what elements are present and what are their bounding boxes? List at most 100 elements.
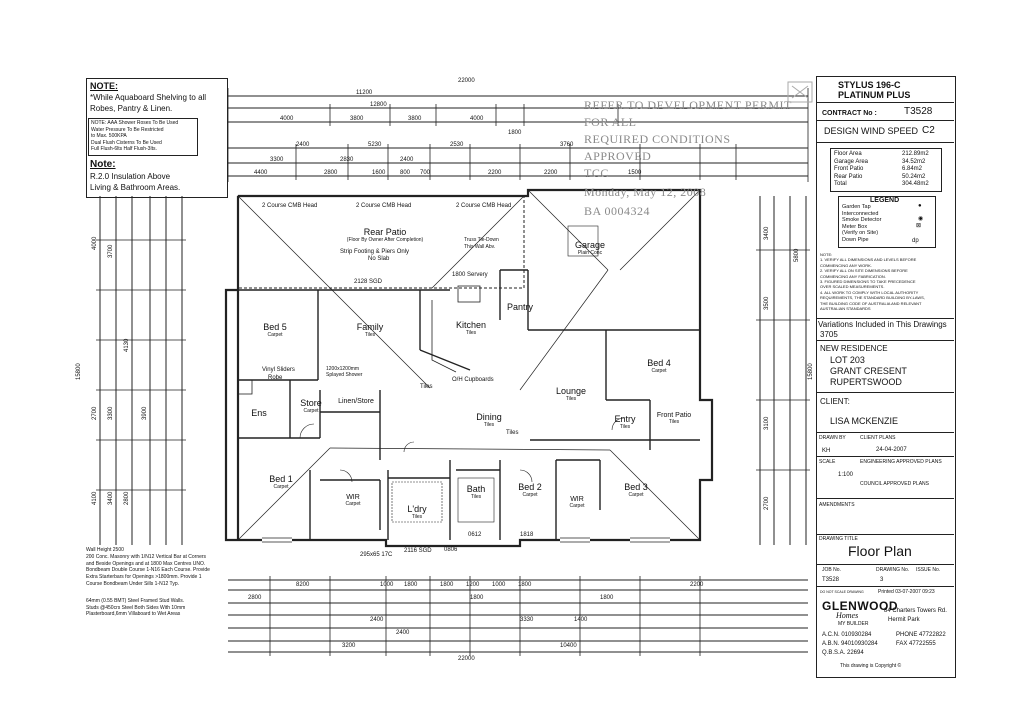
builder-fax: FAX 47722555	[896, 641, 936, 647]
project-lot: LOT 203	[830, 355, 865, 365]
room-bed-2: Bed 2 Carpet	[506, 482, 554, 498]
room-floor: Tiles	[565, 396, 577, 402]
shower-line: to Max. 500KPA	[91, 133, 127, 140]
builder-tagline: MY BUILDER	[838, 621, 869, 627]
room-name: L'dry	[407, 504, 427, 514]
area-values: 212.89m2 34.52m2 6.84m2 50.24m2 304.48m2	[902, 151, 929, 189]
no-slab-note: No Slab	[368, 256, 390, 262]
area-name: Front Patio	[834, 166, 864, 173]
client-plans-label: CLIENT PLANS	[860, 435, 896, 441]
down-pipe-label: dp	[912, 238, 919, 244]
general-notes: NOTE: 1. VERIFY ALL DIMENSIONS AND LEVEL…	[820, 252, 952, 311]
room-bed-5: Bed 5 Carpet	[250, 322, 300, 338]
construction-line: 64mm (0.55 BMT) Steel Framed Stud Walls.	[86, 597, 185, 604]
dim-top: 11200	[356, 90, 373, 96]
project-name: NEW RESIDENCE	[820, 344, 888, 353]
area-schedule	[830, 148, 942, 192]
job-label: JOB No.	[822, 567, 841, 573]
legend-item: Meter Box	[842, 223, 868, 230]
room-name: Ens	[251, 408, 267, 418]
stamp-line: APPROVED	[584, 149, 652, 163]
contract-number: T3528	[904, 106, 933, 117]
cupboards-note: O/H Cupboards	[452, 377, 494, 383]
dim-right: 15800	[808, 363, 814, 380]
room-floor: (Floor By Owner After Completion)	[346, 237, 424, 243]
area-name: Rear Patio	[834, 173, 863, 180]
dim-top: 12800	[370, 102, 387, 108]
dim-bottom: 3200	[342, 643, 356, 649]
legend-box	[838, 196, 936, 248]
legend-item: Garden Tap	[842, 204, 871, 210]
dim-left: 2800	[124, 491, 130, 505]
insulation-line: R.2.0 Insulation Above	[90, 172, 171, 181]
model-series: PLATINUM PLUS	[838, 90, 911, 100]
area-value: 212.89m2	[902, 151, 929, 157]
tb-divider	[816, 318, 954, 319]
room-floor: Tiles	[364, 332, 376, 338]
dim-top: 4400	[254, 170, 268, 176]
dim-bottom: 1200	[466, 582, 480, 588]
dim-top: 22000	[458, 78, 475, 84]
tb-divider	[816, 564, 954, 565]
tb-divider	[816, 340, 954, 341]
dim-bottom: 3330	[520, 617, 534, 623]
room-floor: Tiles	[619, 424, 631, 430]
client-plans-date: 24-04-2007	[876, 447, 907, 453]
dim-bottom: 1800	[404, 582, 418, 588]
construction-line: Extra Starterbars for Openings >1800mm. …	[86, 574, 202, 581]
tb-divider	[816, 498, 954, 499]
dim-left: 2700	[92, 406, 98, 420]
area-value: 50.24m2	[902, 173, 926, 180]
notes-panel	[86, 78, 228, 198]
drawing-number: 3	[880, 577, 884, 583]
room-name: Entry	[614, 414, 636, 424]
dim-right: 3400	[764, 226, 770, 240]
legend-item: Down Pipe	[842, 236, 869, 243]
dim-bottom: 8200	[296, 582, 310, 588]
dim-bottom: 1800	[440, 582, 454, 588]
builder-logo: GLENWOOD	[822, 599, 898, 613]
dim-left: 4100	[92, 491, 98, 505]
dim-top: 2200	[488, 170, 502, 176]
insulation-title: Note:	[90, 159, 116, 170]
room-name: Lounge	[555, 386, 587, 396]
builder-abn: A.B.N. 94010930284	[822, 641, 878, 647]
builder-qbsa: Q.B.S.A. 22694	[822, 650, 864, 656]
tiles-note: Tiles	[420, 384, 433, 390]
amendments-label: AMENDMENTS	[819, 502, 855, 508]
drawn-by-label: DRAWN BY	[819, 435, 846, 441]
construction-line: Course Bondbeam Under Sills 1-N12 Typ.	[86, 580, 180, 587]
smoke-detector-icon: ◉	[918, 216, 924, 222]
room-name: Bed 4	[647, 358, 671, 368]
room-floor: Tiles	[465, 330, 477, 336]
room-entry: Entry Tiles	[608, 414, 642, 430]
dim-bottom: 10400	[560, 643, 577, 649]
room-name: Family	[356, 322, 384, 332]
sgd-note: 2128 SGD	[354, 279, 383, 285]
room-bed-3: Bed 3 Carpet	[612, 482, 660, 498]
dim-bottom: 1400	[574, 617, 588, 623]
tiles-note: Tiles	[506, 430, 519, 436]
shower-size-note: Splayed Shower	[326, 372, 363, 378]
variations-label: Variations Included in This Drawings	[818, 320, 947, 329]
room-name: Rear Patio	[363, 227, 407, 237]
area-value: 304.48m2	[902, 181, 929, 188]
truss-note: This Wall Abv.	[464, 244, 496, 250]
room-floor: Carpet	[273, 484, 289, 490]
room-name: Bed 1	[269, 474, 293, 484]
area-value: 34.52m2	[902, 158, 926, 165]
room-bed-1: Bed 1 Carpet	[256, 474, 306, 490]
room-name: Front Patio	[656, 412, 692, 419]
general-note-line: OVER SCALED MEASUREMENTS.	[820, 284, 885, 290]
client-name: LISA MCKENZIE	[830, 416, 899, 426]
dim-top: 2530	[450, 142, 464, 148]
dim-bottom: 1000	[380, 582, 394, 588]
area-name: Floor Area	[834, 151, 862, 157]
robe-note: Robe	[268, 375, 283, 381]
room-front-patio: Front Patio Tiles	[650, 412, 698, 425]
legend-item: (Verify on Site)	[842, 230, 879, 237]
dim-top: 2400	[400, 157, 414, 163]
construction-line: Bondbeam Double Course 1-N16 Each Course…	[86, 567, 210, 574]
construction-line: Wall Height 2500	[86, 547, 124, 553]
